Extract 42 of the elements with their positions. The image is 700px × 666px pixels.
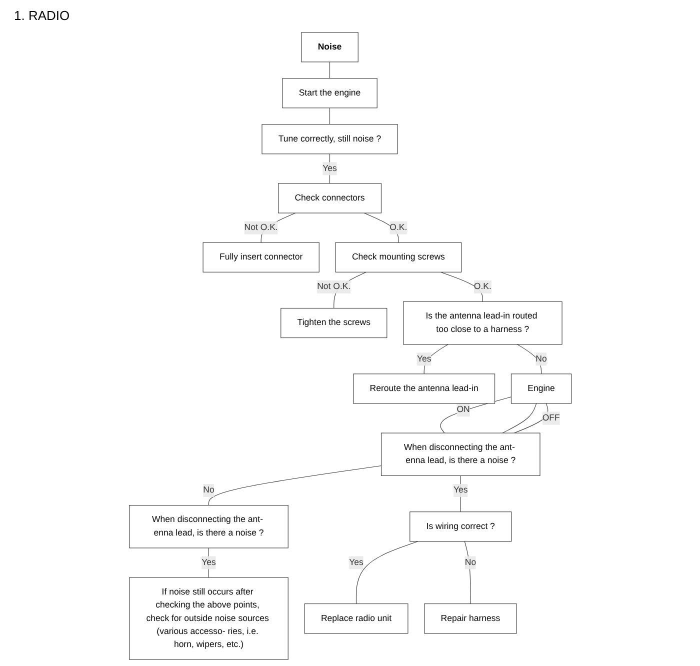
connector	[329, 108, 330, 125]
connector	[502, 403, 536, 434]
node-box: Engine	[510, 374, 572, 404]
node-box: Fully insert connector	[202, 242, 320, 272]
node-box: Is the antenna lead-in routed too close to a harness ?	[402, 301, 562, 345]
edge-label: Not O.K.	[244, 222, 278, 232]
edge-label: O.K.	[389, 222, 407, 232]
connector	[423, 344, 448, 374]
connector	[464, 541, 470, 604]
diagram-title: 1. RADIO	[14, 8, 70, 23]
node-box: Is wiring correct ?	[409, 512, 512, 542]
connector	[356, 541, 418, 604]
edge-label: No	[202, 486, 214, 495]
edge-label: OFF	[542, 413, 560, 423]
edge-label: No	[535, 354, 547, 364]
node-box: When disconnecting the ant- enna lead, is there a noise ?	[128, 505, 288, 548]
edge-label: Yes	[416, 354, 431, 364]
edge-label: No	[464, 558, 476, 568]
connector	[513, 403, 548, 434]
edge-label: Yes	[322, 164, 337, 174]
edge-label: ON	[456, 405, 470, 414]
node-box: When disconnecting the ant- enna lead, is there a noise ?	[380, 432, 540, 476]
connector	[440, 396, 512, 434]
node-box: Reroute the antenna lead-in	[352, 374, 495, 404]
node-box: Repair harness	[424, 604, 516, 634]
edge-label: Yes	[453, 486, 468, 495]
node-box: If noise still occurs after checking the above points, check for outside noise sources (various accesso- ries, i.e. horn, wipers, etc.)	[128, 577, 288, 660]
edge-label: Not O.K.	[316, 282, 350, 292]
node-box: Tune correctly, still noise ?	[261, 124, 398, 154]
node-box: Check mounting screws	[334, 242, 462, 272]
edge-label: Yes	[201, 558, 216, 568]
connector	[363, 212, 398, 243]
connector	[208, 465, 382, 506]
edge-label: Yes	[348, 558, 364, 568]
connector	[516, 344, 542, 374]
node-box: Replace radio unit	[304, 604, 408, 634]
connector	[329, 62, 330, 79]
node-box: Check connectors	[278, 183, 382, 214]
node-box: Start the engine	[282, 78, 377, 108]
node-box: Noise	[300, 32, 358, 62]
edge-label: O.K.	[474, 282, 492, 292]
node-box: Tighten the screws	[280, 308, 387, 338]
